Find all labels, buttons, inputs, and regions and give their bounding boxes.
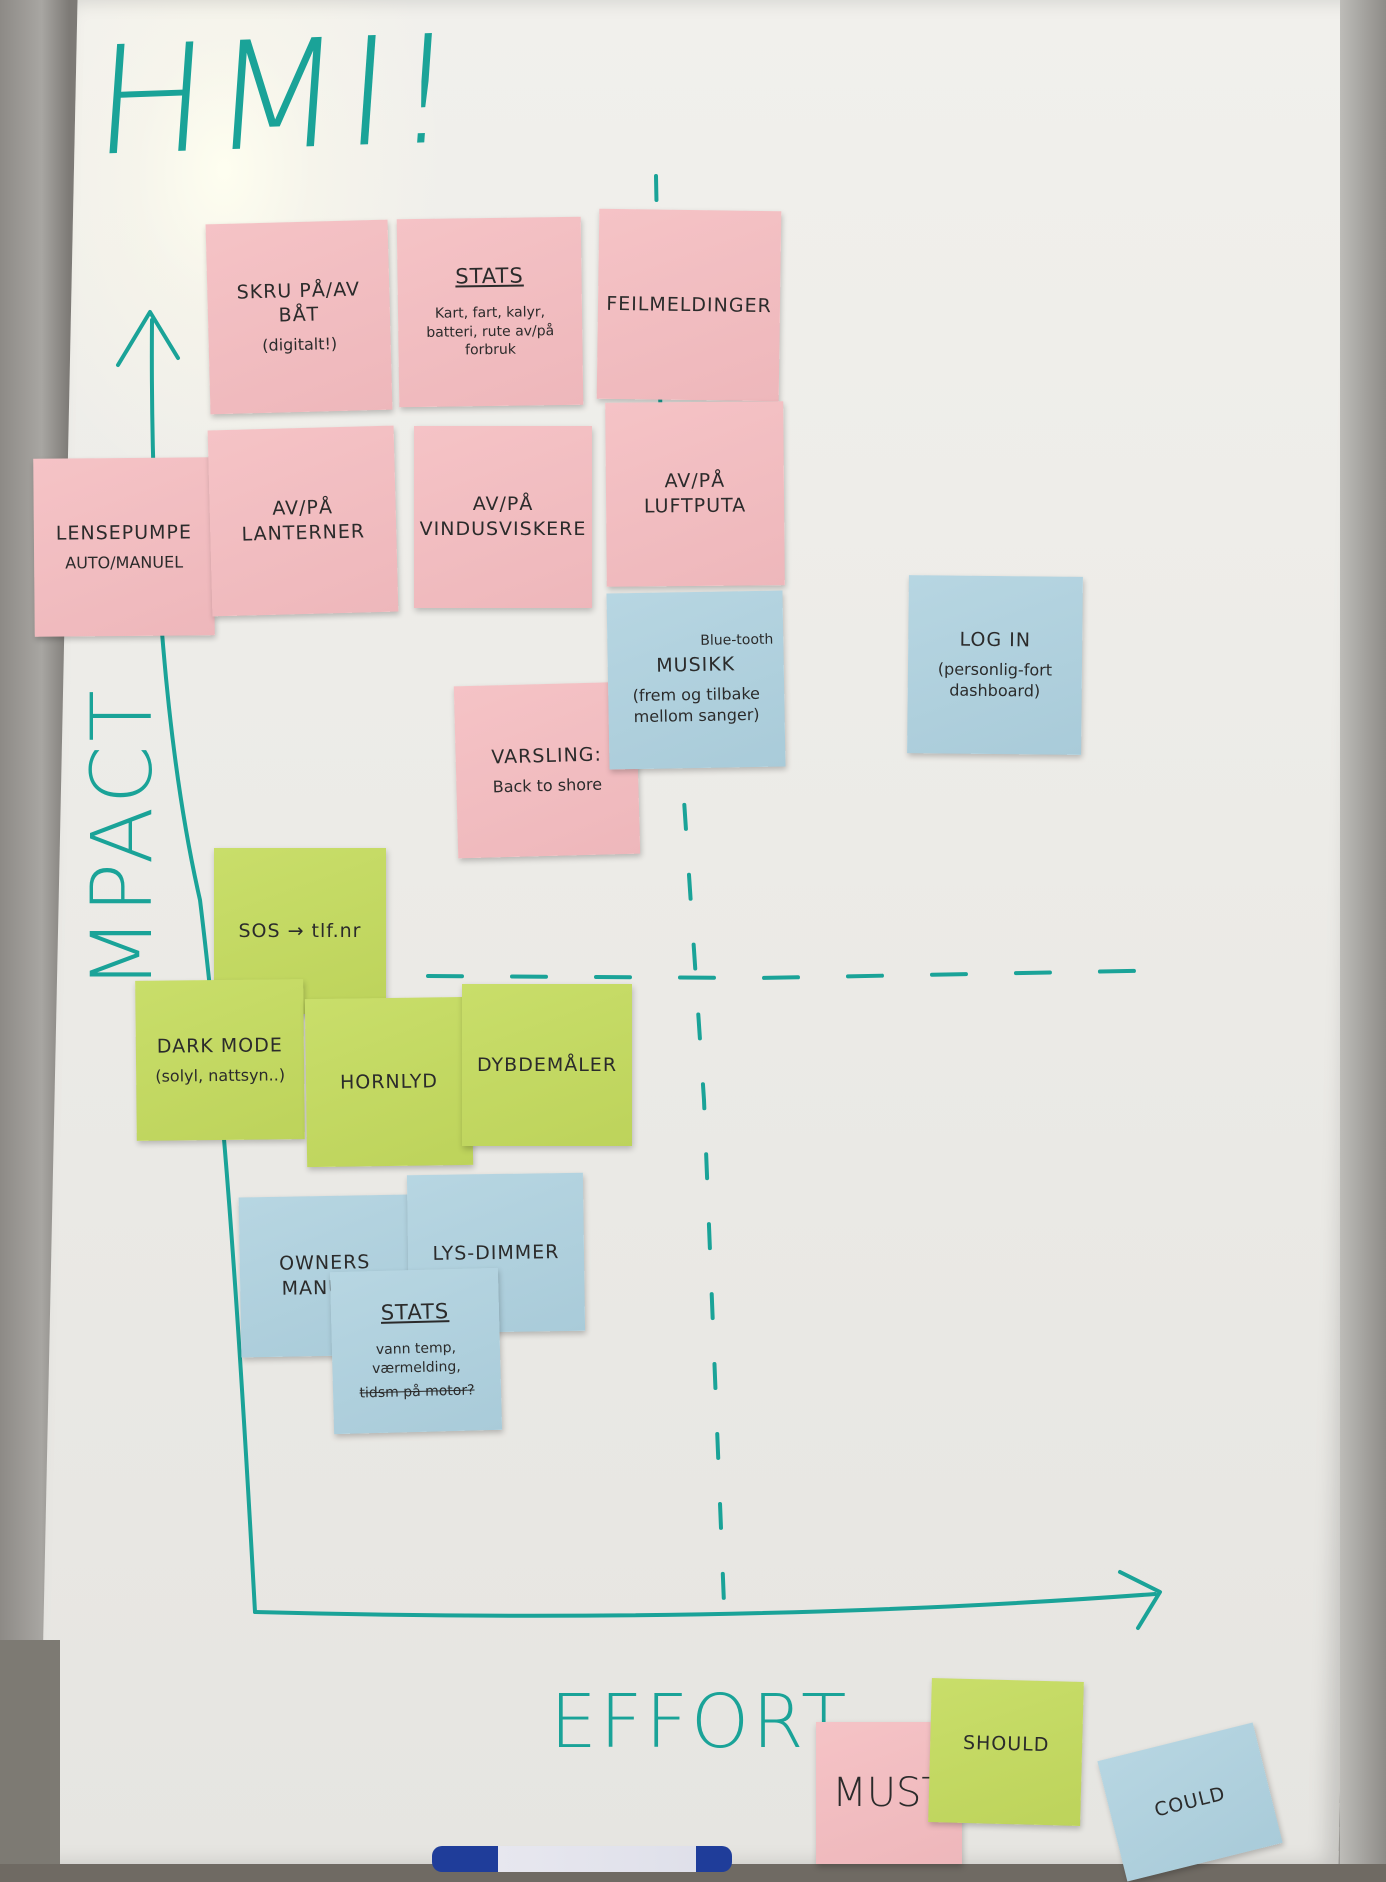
sticky-note-text: FEILMELDINGER	[606, 292, 772, 317]
sticky-note-text: Kart, fart, kalyr, batteri, rute av/på f…	[426, 303, 555, 359]
sticky-note-text: vann temp, værmelding,	[371, 1339, 461, 1377]
legend-should: SHOULD	[928, 1678, 1084, 1826]
x-axis-line	[253, 1592, 1157, 1618]
horizontal-dashed-divider	[426, 968, 1184, 981]
floor-corner	[0, 1640, 60, 1864]
sticky-note-text: HORNLYD	[339, 1069, 439, 1094]
sticky-note-subtext: (digitalt!)	[262, 333, 338, 355]
sticky-note-text: SKRU PÅ/AV BÅT	[236, 277, 361, 327]
whiteboard-marker-pen	[432, 1846, 732, 1872]
legend-could-label: COULD	[1152, 1782, 1228, 1822]
sticky-note-subtext: (personlig-fort dashboard)	[937, 659, 1053, 701]
sticky-note-stats-bottom: STATS vann temp, værmelding, tidsm på mo…	[329, 1267, 503, 1435]
sticky-note-text: MUSIKK	[656, 653, 736, 677]
sticky-note-feilmeldinger: FEILMELDINGER	[596, 208, 782, 402]
sticky-note-text: AV/PÅ VINDUSVISKERE	[419, 493, 587, 540]
sticky-note-text: LENSEPUMPE	[55, 521, 193, 545]
sticky-note-subtext: Back to shore	[492, 774, 603, 796]
sticky-note-vindusvisker: AV/PÅ VINDUSVISKERE	[414, 426, 592, 608]
sticky-note-lensepumpe: LENSEPUMPE AUTO/MANUEL	[33, 457, 215, 637]
sticky-note-text: LYS-DIMMER	[432, 1240, 560, 1265]
whiteboard-edge	[1340, 0, 1386, 1864]
y-axis-arrowhead	[116, 310, 180, 367]
sticky-note-text: SOS → tlf.nr	[238, 919, 362, 942]
sticky-note-login: LOG IN (personlig-fort dashboard)	[907, 575, 1083, 755]
sticky-note-dybdemaler: DYBDEMÅLER	[462, 984, 632, 1146]
sticky-note-text-struck: tidsm på motor?	[359, 1382, 475, 1402]
sticky-note-text: VARSLING:	[491, 743, 603, 769]
sticky-note-text: DARK MODE	[156, 1034, 283, 1058]
sticky-note-lanterner: AV/PÅ LANTERNER	[207, 425, 399, 617]
sticky-note-annotation: Blue-tooth	[700, 631, 774, 649]
sticky-note-stats-top: STATS Kart, fart, kalyr, batteri, rute a…	[396, 216, 584, 408]
sticky-note-dark-mode: DARK MODE (solyl, nattsyn..)	[135, 979, 305, 1141]
sticky-note-subtext: AUTO/MANUEL	[65, 552, 184, 573]
sticky-note-subtext: (frem og tilbake mellom sanger)	[632, 683, 761, 727]
legend-should-label: SHOULD	[962, 1731, 1050, 1757]
sticky-note-text: DYBDEMÅLER	[476, 1053, 618, 1076]
sticky-note-musikk: Blue-tooth MUSIKK (frem og tilbake mello…	[606, 590, 786, 770]
x-axis-arrowhead	[1118, 1570, 1162, 1630]
sticky-note-text: AV/PÅ LANTERNER	[241, 496, 366, 546]
sticky-note-skru: SKRU PÅ/AV BÅT (digitalt!)	[205, 219, 393, 415]
sticky-note-subtext: (solyl, nattsyn..)	[155, 1064, 286, 1086]
sticky-note-text: LOG IN	[959, 628, 1032, 652]
sticky-note-heading: STATS	[380, 1298, 450, 1325]
sticky-note-heading: STATS	[455, 263, 524, 289]
sticky-note-text: AV/PÅ LUFTPUTA	[643, 470, 747, 518]
legend-must-label: MUST	[832, 1770, 946, 1816]
board-title: HMI!	[88, 3, 465, 190]
y-axis-label: MPACT	[73, 686, 171, 990]
sticky-note-luftputa: AV/PÅ LUFTPUTA	[605, 401, 785, 587]
x-axis-label: EFFORT	[550, 1679, 850, 1765]
sticky-note-hornlyd: HORNLYD	[304, 996, 474, 1168]
